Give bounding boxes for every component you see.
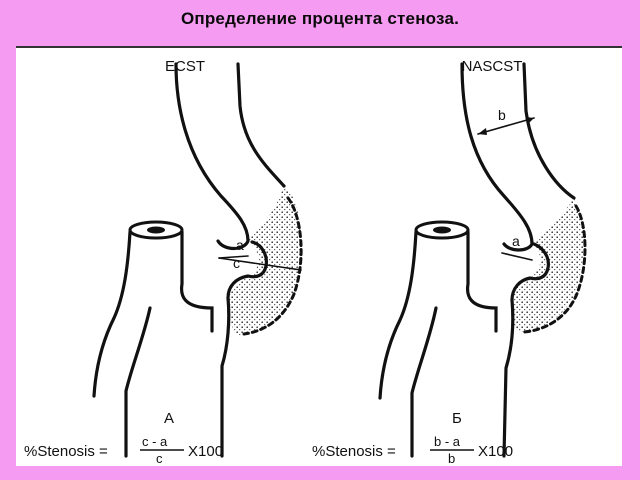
ecst-eca-inner <box>179 230 214 333</box>
ecst-a-line <box>218 255 249 259</box>
nascst-title: NASCST <box>462 58 523 75</box>
nascst-eca-stub <box>378 230 418 400</box>
nascst-formula-numerator: b - a <box>434 434 461 449</box>
ecst-formula-lhs: %Stenosis = <box>24 443 108 460</box>
nascst-formula-lhs: %Stenosis = <box>312 443 396 460</box>
nascst-cca-right-wall <box>502 298 515 458</box>
ecst-formula-denominator: c <box>156 451 163 466</box>
ecst-ica-inner-wall <box>174 62 250 251</box>
ecst-plaque-border <box>242 196 303 336</box>
nascst-cca-left-wall <box>410 306 438 458</box>
nascst-lumen-bulge <box>510 242 550 302</box>
ecst-ica-outer-wall <box>236 62 286 188</box>
nascst-a-line <box>501 252 533 261</box>
nascst-panel-letter: Б <box>452 410 462 427</box>
nascst-diagram <box>378 62 587 458</box>
diagram-panel <box>16 46 622 466</box>
ecst-c-line <box>218 257 302 271</box>
nascst-ica-outer-wall <box>522 62 576 200</box>
nascst-ica-inner-wall <box>460 62 534 252</box>
ecst-title: ECST <box>165 58 205 75</box>
nascst-b-line <box>477 117 535 135</box>
nascst-eca-inner <box>465 230 498 333</box>
ecst-label-c: c <box>233 255 240 271</box>
nascst-plaque-border <box>522 204 587 334</box>
ecst-formula-multiplier: X100 <box>188 443 223 460</box>
ecst-label-a: a <box>236 237 244 253</box>
ecst-panel-letter: A <box>164 410 174 427</box>
ecst-diagram <box>92 62 303 458</box>
ecst-plaque <box>228 186 302 336</box>
nascst-label-b: b <box>498 107 506 123</box>
nascst-formula-denominator: b <box>448 451 455 466</box>
ecst-formula-numerator: c - a <box>142 434 168 449</box>
ecst-cca-right-wall <box>220 296 231 458</box>
nascst-label-a: a <box>512 233 520 249</box>
nascst-eca-opening <box>414 220 470 240</box>
page-title: Определение процента стеноза. <box>180 9 460 28</box>
ecst-cca-left-wall <box>124 306 152 458</box>
nascst-formula-multiplier: X100 <box>478 443 513 460</box>
ecst-eca-opening <box>128 220 184 240</box>
ecst-lumen-bulge <box>226 240 268 300</box>
stenosis-diagram: ECST a c A %Stenosis = c - a c X100 NASC… <box>24 58 587 466</box>
top-divider <box>16 46 622 48</box>
ecst-eca-stub <box>92 230 132 398</box>
